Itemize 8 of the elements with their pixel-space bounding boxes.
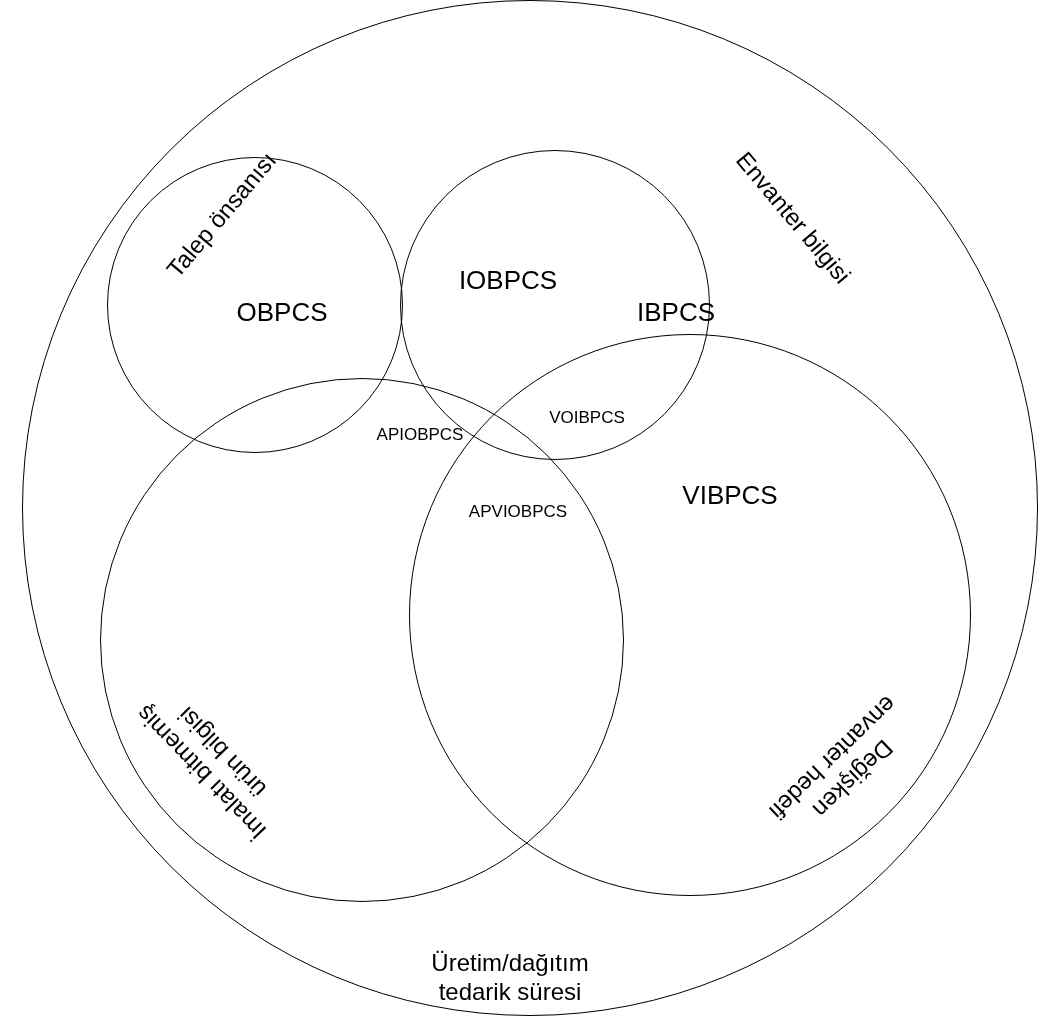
region-label: OBPCS bbox=[236, 296, 328, 328]
region-label: VOIBPCS bbox=[549, 408, 625, 428]
region-label: IBPCS bbox=[637, 296, 715, 328]
set-label: Üretim/dağıtım tedarik süresi bbox=[430, 949, 590, 1007]
region-label: IOBPCS bbox=[458, 264, 558, 296]
region-label: APIOBPCS bbox=[376, 425, 464, 445]
region-label: VIBPCS bbox=[682, 479, 778, 511]
region-label: APVIOBPCS bbox=[468, 502, 568, 522]
